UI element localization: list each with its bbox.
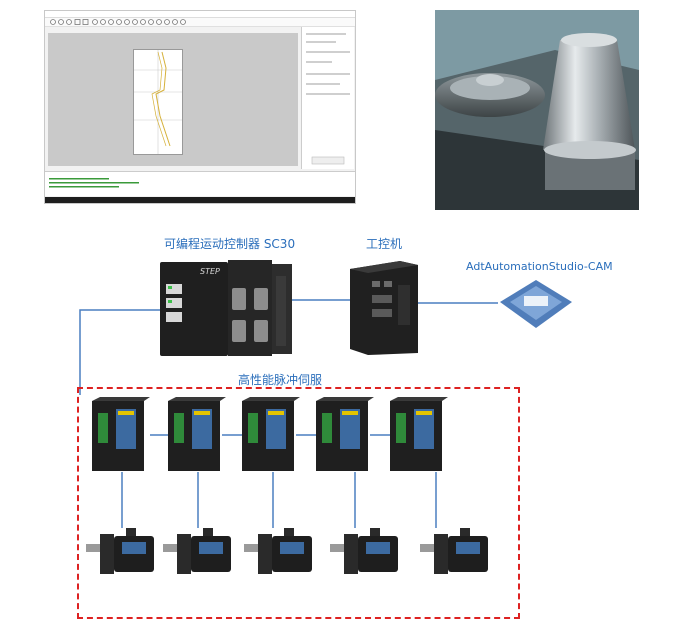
servo-motor-icon: [330, 528, 402, 578]
servo-drive-icon: [316, 397, 374, 471]
plc-controller-icon: STEP: [160, 258, 292, 358]
servo-drive-icon: [168, 397, 226, 471]
spinning-machine-illustration: [435, 10, 639, 210]
machine-photo: [435, 10, 639, 210]
screenshot-canvas: [48, 33, 298, 166]
screenshot-property-panel: [301, 27, 354, 169]
screenshot-taskbar: [45, 197, 355, 203]
controller-label: 可编程运动控制器 SC30: [164, 237, 296, 251]
software-screenshot: [44, 10, 356, 204]
servo-motor-icon: [420, 528, 492, 578]
screenshot-console: [45, 171, 355, 196]
software-logo-icon: [498, 278, 574, 330]
servo-drive-icon: [390, 397, 448, 471]
servo-motor-icon: [244, 528, 316, 578]
software-label: AdtAutomationStudio-CAM: [466, 260, 613, 273]
servo-group-box: [77, 387, 520, 619]
screenshot-toolbar: [45, 18, 355, 27]
toolbar-icons: [50, 19, 186, 25]
servo-drive-icon: [92, 397, 150, 471]
screenshot-titlebar: [45, 11, 355, 18]
cam-profile-plot: [134, 50, 182, 154]
console-lines: [49, 178, 139, 188]
controller-to-drives-link: [79, 309, 160, 395]
servo-drive-icon: [242, 397, 300, 471]
ipc-label: 工控机: [366, 237, 403, 251]
controller-brand: STEP: [200, 267, 220, 276]
industrial-pc-icon: [350, 255, 418, 355]
servo-motor-icon: [86, 528, 158, 578]
servo-group-label: 高性能脉冲伺服: [238, 373, 323, 387]
servo-motor-icon: [163, 528, 235, 578]
screenshot-sheet: [133, 49, 183, 155]
panel-fields: [306, 33, 350, 165]
